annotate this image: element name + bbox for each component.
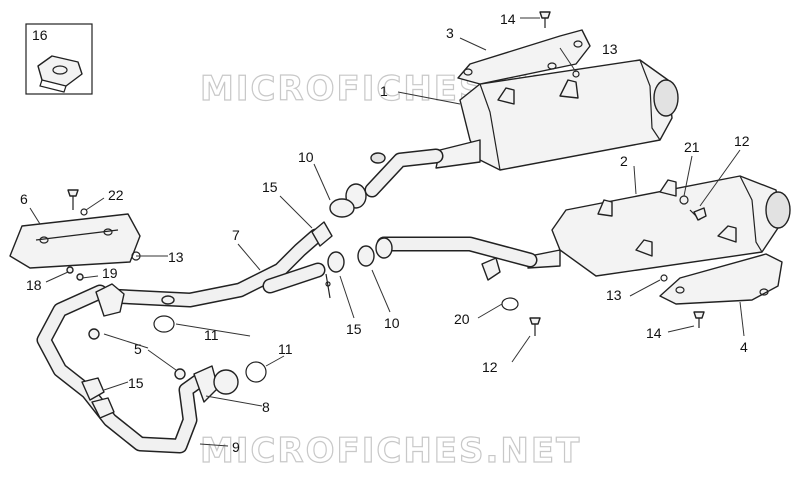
part-16-clip-nut-inset	[25, 23, 93, 95]
callout-5: 5	[134, 341, 142, 357]
callout-18: 18	[26, 277, 42, 293]
part-1-upper-muffler	[345, 59, 679, 209]
callout-15-middle: 15	[346, 321, 362, 337]
callout-labels: 1 2 3 4 5 6 7 8 9 10 10 11 11 12 12 13 1…	[20, 11, 750, 455]
part-9-header-pipes	[36, 283, 239, 454]
callout-14-lower: 14	[646, 325, 662, 341]
part-4-lower-heat-shield	[659, 253, 783, 305]
callout-19: 19	[102, 265, 118, 281]
callout-20: 20	[454, 311, 470, 327]
part-6-header-heat-shield	[9, 213, 141, 269]
part-11-gasket-left	[153, 315, 175, 333]
callout-13-left: 13	[168, 249, 184, 265]
callout-3: 3	[446, 25, 454, 41]
part-10-15-lower-sleeves	[325, 237, 393, 299]
callout-9: 9	[232, 439, 240, 455]
callout-8: 8	[262, 399, 270, 415]
callout-10-upper: 10	[298, 149, 314, 165]
callout-11-right: 11	[278, 341, 293, 357]
callout-2: 2	[620, 153, 628, 169]
watermark-bottom: MICROFICHES.NET	[200, 431, 581, 471]
callout-14-upper: 14	[500, 11, 516, 27]
callout-15-upper: 15	[262, 179, 278, 195]
callout-4: 4	[740, 339, 748, 355]
callout-13-middle: 13	[606, 287, 622, 303]
part-7-y-pipe	[102, 198, 355, 308]
callout-11-left: 11	[204, 327, 219, 343]
part-5-nut-left	[88, 328, 100, 340]
callout-22: 22	[108, 187, 124, 203]
callout-13-upper: 13	[602, 41, 618, 57]
callout-1: 1	[380, 83, 388, 99]
part-2-lower-muffler	[376, 175, 791, 281]
leader-lines	[29, 17, 745, 447]
part-3-upper-heat-shield	[457, 29, 591, 85]
callout-6: 6	[20, 191, 28, 207]
callout-12-upper: 12	[734, 133, 750, 149]
part-11-gasket-right	[245, 361, 267, 383]
callout-7: 7	[232, 227, 240, 243]
callout-21: 21	[684, 139, 700, 155]
callout-10-lower: 10	[384, 315, 400, 331]
callout-15-left: 15	[128, 375, 144, 391]
callout-16: 16	[32, 27, 48, 43]
part-5-nut-right	[174, 368, 186, 380]
callout-12-lower: 12	[482, 359, 498, 375]
